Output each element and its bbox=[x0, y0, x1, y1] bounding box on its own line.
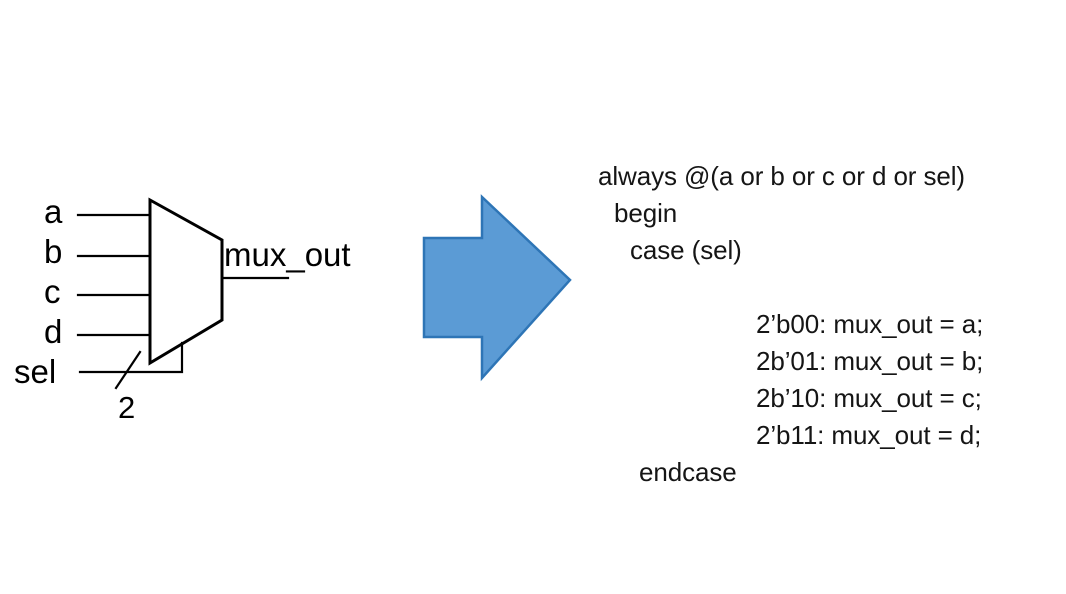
input-label-d: d bbox=[44, 313, 62, 350]
input-label-b: b bbox=[44, 233, 62, 270]
bus-width-label: 2 bbox=[118, 390, 135, 425]
select-label-sel: sel bbox=[14, 353, 56, 390]
mux-body-shape bbox=[148, 197, 224, 366]
code-line-blank bbox=[598, 269, 1066, 306]
bus-slash-tick bbox=[114, 350, 142, 390]
code-line: 2’b11: mux_out = d; bbox=[756, 420, 982, 450]
verilog-code-block: always @(a or b or c or d or sel) begin … bbox=[598, 158, 1066, 487]
code-line: 2’b00: mux_out = a; bbox=[756, 309, 984, 339]
input-label-a: a bbox=[44, 193, 63, 230]
code-line: endcase bbox=[639, 457, 737, 487]
code-line: case (sel) bbox=[630, 235, 742, 265]
code-line: always @(a or b or c or d or sel) bbox=[598, 161, 965, 191]
code-line: begin bbox=[614, 198, 678, 228]
output-label-mux-out: mux_out bbox=[224, 236, 351, 273]
input-label-c: c bbox=[44, 273, 61, 310]
mux-schematic: a b c d mux_out sel 2 bbox=[0, 0, 420, 594]
code-line: 2b’01: mux_out = b; bbox=[756, 346, 984, 376]
right-arrow bbox=[410, 185, 590, 395]
right-arrow-icon bbox=[422, 194, 572, 382]
code-line: 2b’10: mux_out = c; bbox=[756, 383, 982, 413]
select-wire bbox=[78, 341, 184, 374]
